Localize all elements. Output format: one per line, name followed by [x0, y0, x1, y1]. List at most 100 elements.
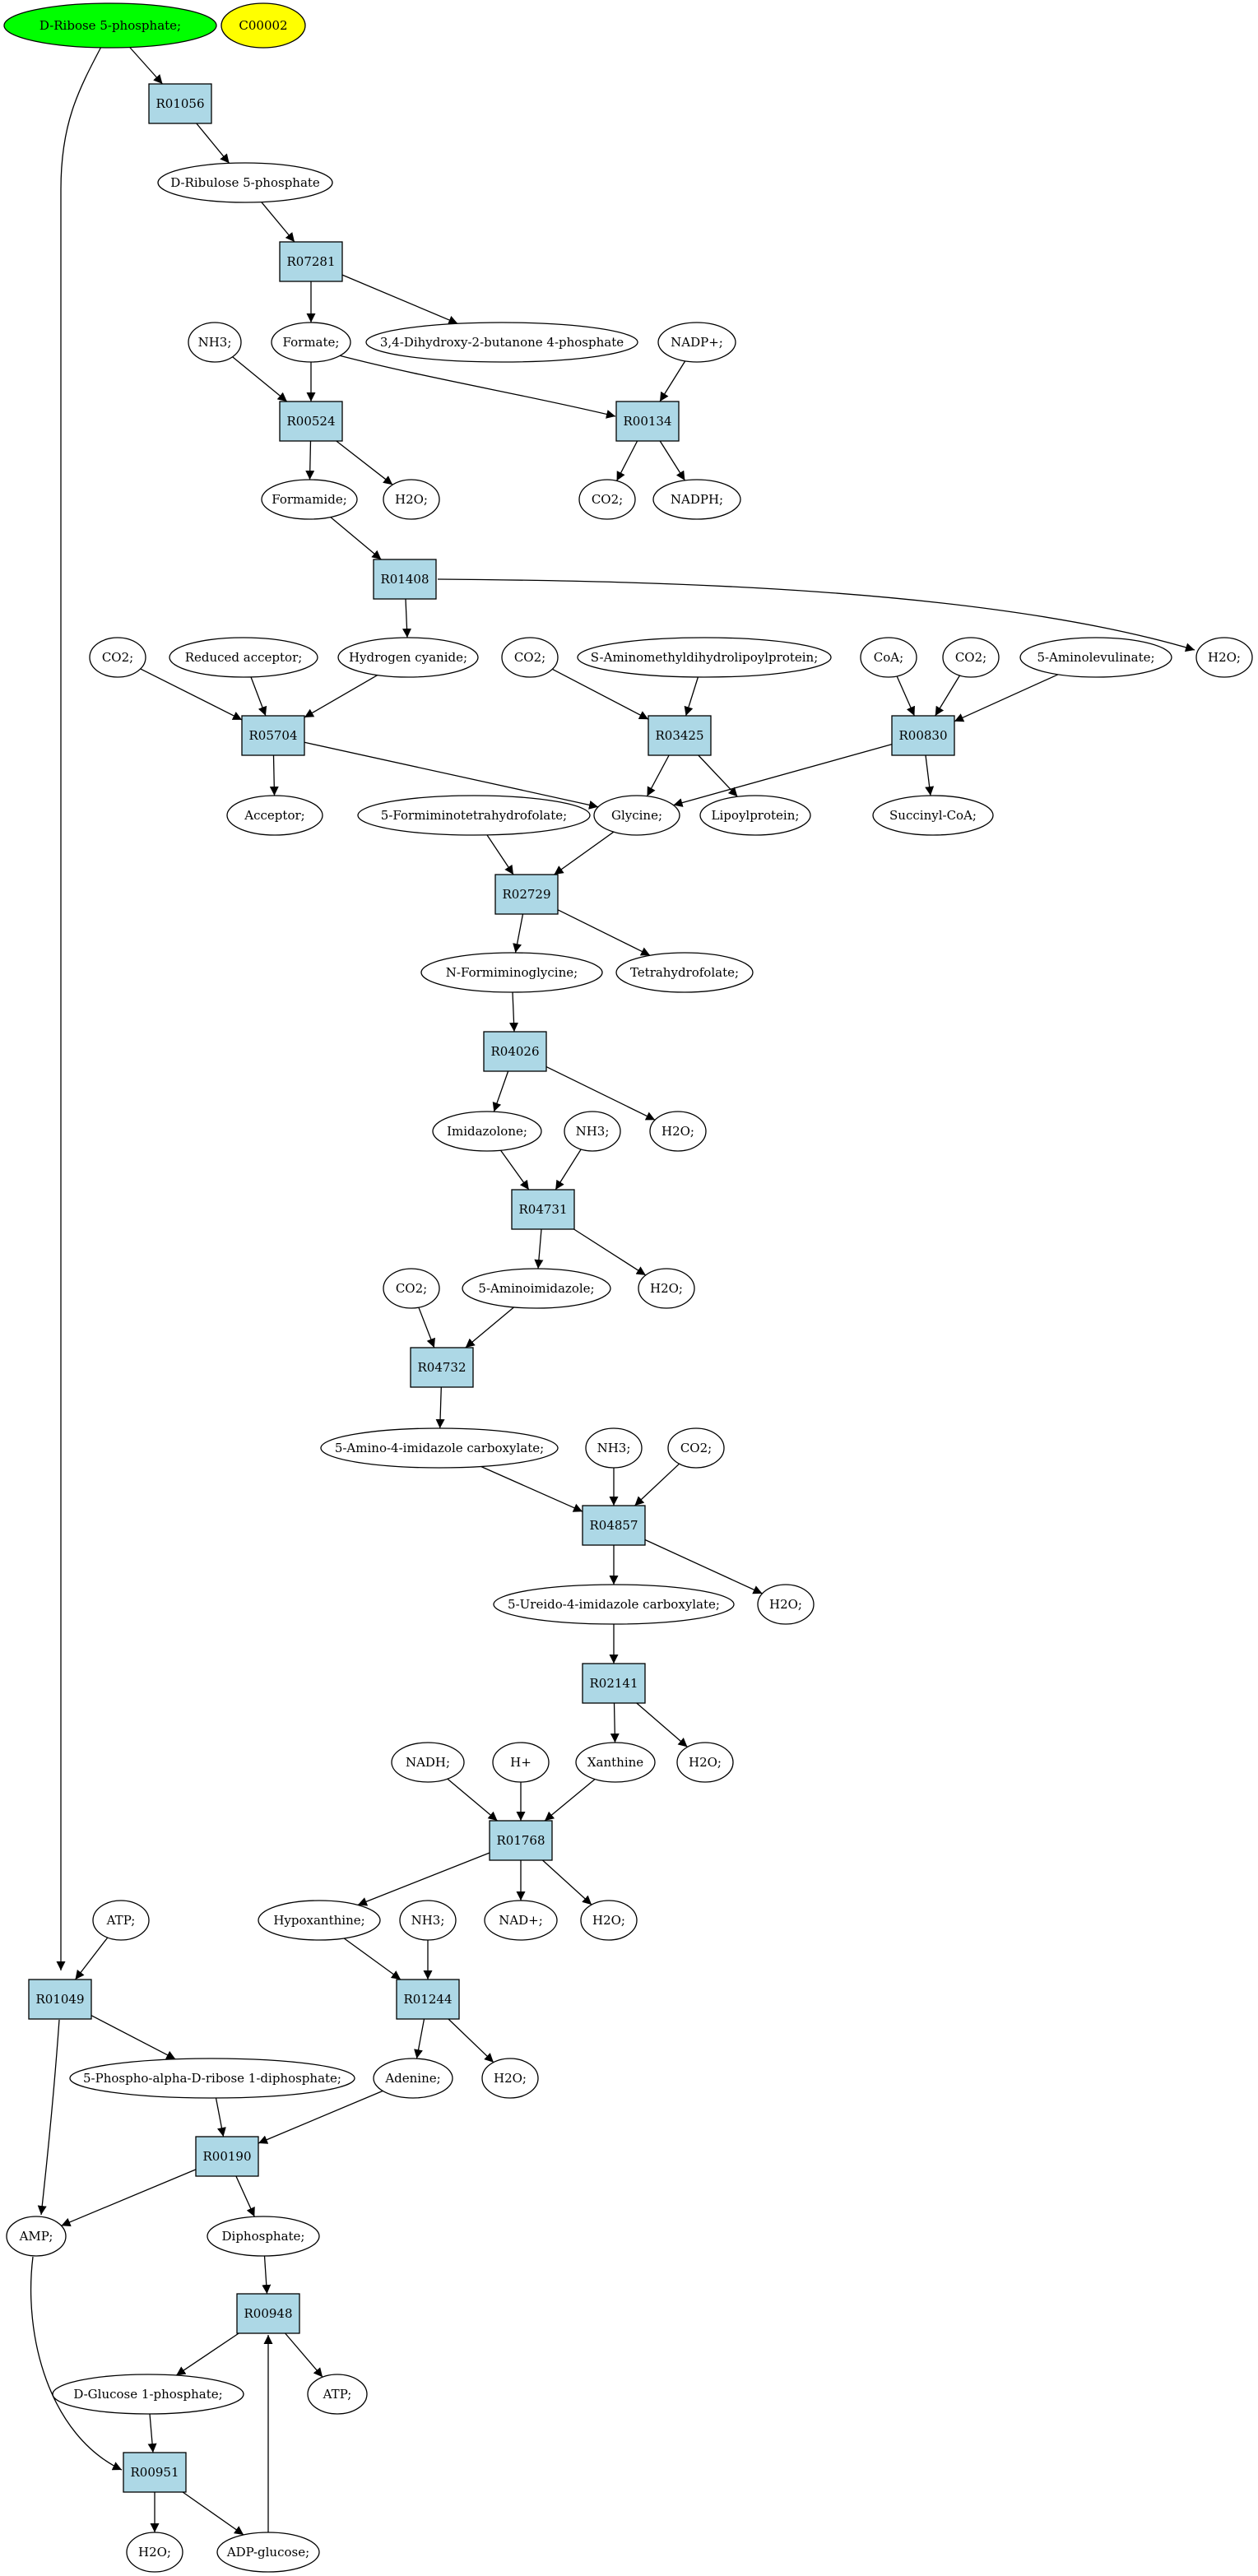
compound-node-nh3_3[interactable]: NH3;	[585, 1427, 643, 1469]
compound-node-glycine[interactable]: Glycine;	[593, 795, 680, 836]
reaction-node-R01768[interactable]: R01768	[489, 1820, 553, 1861]
reaction-node-R02141[interactable]: R02141	[582, 1663, 646, 1704]
reaction-node-R01408[interactable]: R01408	[373, 559, 437, 600]
reaction-node-R00948[interactable]: R00948	[236, 2293, 300, 2334]
compound-node-co2_1[interactable]: CO2;	[578, 479, 636, 520]
compound-node-acceptor[interactable]: Acceptor;	[226, 795, 323, 836]
node-label: Hypoxanthine;	[273, 1913, 364, 1928]
compound-node-nadp[interactable]: NADP+;	[657, 322, 736, 363]
compound-node-imidazolone[interactable]: Imidazolone;	[432, 1111, 542, 1152]
compound-node-thf[interactable]: Tetrahydrofolate;	[615, 952, 754, 993]
compound-node-amp[interactable]: AMP;	[6, 2216, 67, 2257]
compound-ellipse	[391, 1742, 465, 1783]
compound-node-formamide[interactable]: Formamide;	[261, 479, 358, 520]
reaction-node-R00190[interactable]: R00190	[195, 2136, 259, 2177]
edge-nh3_2-to-R04731	[555, 1149, 582, 1191]
compound-node-g1p[interactable]: D-Glucose 1-phosphate;	[52, 2374, 244, 2415]
compound-node-xanthine[interactable]: Xanthine	[575, 1742, 656, 1783]
compound-node-h2o_7[interactable]: H2O;	[580, 1900, 638, 1941]
reaction-node-R04731[interactable]: R04731	[511, 1189, 575, 1230]
reaction-node-R00524[interactable]: R00524	[279, 401, 343, 442]
compound-node-succoa[interactable]: Succinyl-CoA;	[872, 795, 994, 836]
compound-node-uic[interactable]: 5-Ureido-4-imidazole carboxylate;	[493, 1584, 735, 1625]
reaction-node-R03425[interactable]: R03425	[648, 715, 712, 756]
compound-node-co2_2[interactable]: CO2;	[89, 637, 146, 678]
compound-ellipse	[261, 479, 358, 520]
compound-node-nadph[interactable]: NADPH;	[652, 479, 741, 520]
reaction-node-R01056[interactable]: R01056	[148, 83, 212, 124]
compound-node-samdlp[interactable]: S-Aminomethyldihydrolipoylprotein;	[577, 637, 832, 678]
compound-node-co2_4[interactable]: CO2;	[942, 637, 1000, 678]
compound-ellipse	[484, 1900, 558, 1941]
reaction-node-R07281[interactable]: R07281	[279, 241, 343, 282]
reaction-node-R01244[interactable]: R01244	[396, 1979, 460, 2020]
compound-node-nh3_1[interactable]: NH3;	[188, 322, 242, 363]
compound-node-nh3_2[interactable]: NH3;	[564, 1111, 621, 1152]
edge-R01244-to-adenine	[414, 2018, 425, 2059]
node-label: CO2;	[396, 1281, 427, 1296]
edge-R04857-to-h2o_5	[644, 1539, 763, 1594]
compound-node-formate[interactable]: Formate;	[271, 322, 351, 363]
compound-node-h2o_5[interactable]: H2O;	[757, 1584, 815, 1625]
reaction-node-R04732[interactable]: R04732	[410, 1347, 474, 1388]
compound-node-hypoxanthine[interactable]: Hypoxanthine;	[258, 1900, 381, 1941]
compound-node-nh3_4[interactable]: NH3;	[399, 1900, 457, 1941]
compound-node-c00002[interactable]: C00002	[220, 2, 306, 49]
node-label: Imidazolone;	[447, 1124, 527, 1139]
reaction-node-R00134[interactable]: R00134	[615, 401, 680, 442]
compound-node-aminoimid[interactable]: 5-Aminoimidazole;	[462, 1268, 611, 1309]
compound-node-hcn[interactable]: Hydrogen cyanide;	[337, 637, 479, 678]
compound-node-h2o_6[interactable]: H2O;	[676, 1742, 734, 1783]
edge-R00948-to-g1p	[175, 2332, 239, 2376]
compound-node-diphosphate[interactable]: Diphosphate;	[207, 2216, 320, 2257]
compound-node-adenine[interactable]: Adenine;	[373, 2058, 453, 2099]
node-label: D-Ribose 5-phosphate;	[39, 18, 181, 33]
compound-node-nadplus[interactable]: NAD+;	[484, 1900, 558, 1941]
edge-co2_5-to-R04732	[418, 1307, 435, 1348]
compound-node-ribulose5p[interactable]: D-Ribulose 5-phosphate	[157, 162, 333, 203]
compound-node-fthf[interactable]: 5-Formiminotetrahydrofolate;	[357, 795, 591, 836]
compound-node-co2_6[interactable]: CO2;	[667, 1427, 725, 1469]
reaction-node-R00951[interactable]: R00951	[123, 2452, 187, 2493]
compound-ellipse	[207, 2216, 320, 2257]
compound-node-h2o_8[interactable]: H2O;	[481, 2058, 539, 2099]
reaction-node-R01049[interactable]: R01049	[28, 1979, 92, 2020]
compound-node-coa[interactable]: CoA;	[860, 637, 917, 678]
compound-node-ala5[interactable]: 5-Aminolevulinate;	[1019, 637, 1172, 678]
reaction-node-R04026[interactable]: R04026	[483, 1031, 547, 1072]
reaction-node-R02729[interactable]: R02729	[494, 874, 559, 915]
node-label: 5-Aminolevulinate;	[1037, 650, 1154, 665]
compound-node-atp_1[interactable]: ATP;	[92, 1900, 150, 1941]
compound-node-redacc[interactable]: Reduced acceptor;	[169, 637, 318, 678]
compound-node-h2o_9[interactable]: H2O;	[126, 2532, 183, 2573]
compound-node-nfgly[interactable]: N-Formiminoglycine;	[420, 952, 603, 993]
node-label: NAD+;	[499, 1913, 543, 1928]
reaction-node-R04857[interactable]: R04857	[582, 1505, 646, 1546]
compound-node-dhbp[interactable]: 3,4-Dihydroxy-2-butanone 4-phosphate	[365, 322, 638, 363]
reaction-node-R00830[interactable]: R00830	[891, 715, 955, 756]
node-label: R00524	[286, 414, 335, 429]
edge-R00524-to-formamide	[305, 440, 315, 480]
compound-ellipse	[420, 952, 603, 993]
compound-node-atp_2[interactable]: ATP;	[307, 2374, 368, 2415]
compound-node-adpglc[interactable]: ADP-glucose;	[216, 2532, 320, 2573]
compound-node-ribose5p[interactable]: D-Ribose 5-phosphate;	[3, 2, 217, 49]
compound-node-co2_5[interactable]: CO2;	[383, 1268, 440, 1309]
compound-node-h2o_2[interactable]: H2O;	[1195, 637, 1253, 678]
compound-node-h2o_4[interactable]: H2O;	[638, 1268, 695, 1309]
node-label: R02141	[589, 1676, 638, 1691]
compound-node-hplus[interactable]: H+	[492, 1742, 550, 1783]
compound-node-lipoyl[interactable]: Lipoylprotein;	[699, 795, 811, 836]
compound-node-co2_3[interactable]: CO2;	[501, 637, 559, 678]
compound-ellipse	[593, 795, 680, 836]
compound-node-prpp[interactable]: 5-Phospho-alpha-D-ribose 1-diphosphate;	[69, 2058, 355, 2099]
compound-node-h2o_1[interactable]: H2O;	[383, 479, 440, 520]
compound-node-h2o_3[interactable]: H2O;	[649, 1111, 707, 1152]
compound-node-nadh[interactable]: NADH;	[391, 1742, 465, 1783]
compound-node-aic[interactable]: 5-Amino-4-imidazole carboxylate;	[320, 1427, 559, 1469]
reaction-node-R05704[interactable]: R05704	[241, 715, 305, 756]
node-label: Glycine;	[611, 808, 662, 823]
node-label: R03425	[655, 728, 703, 743]
node-label: Acceptor;	[244, 808, 304, 823]
